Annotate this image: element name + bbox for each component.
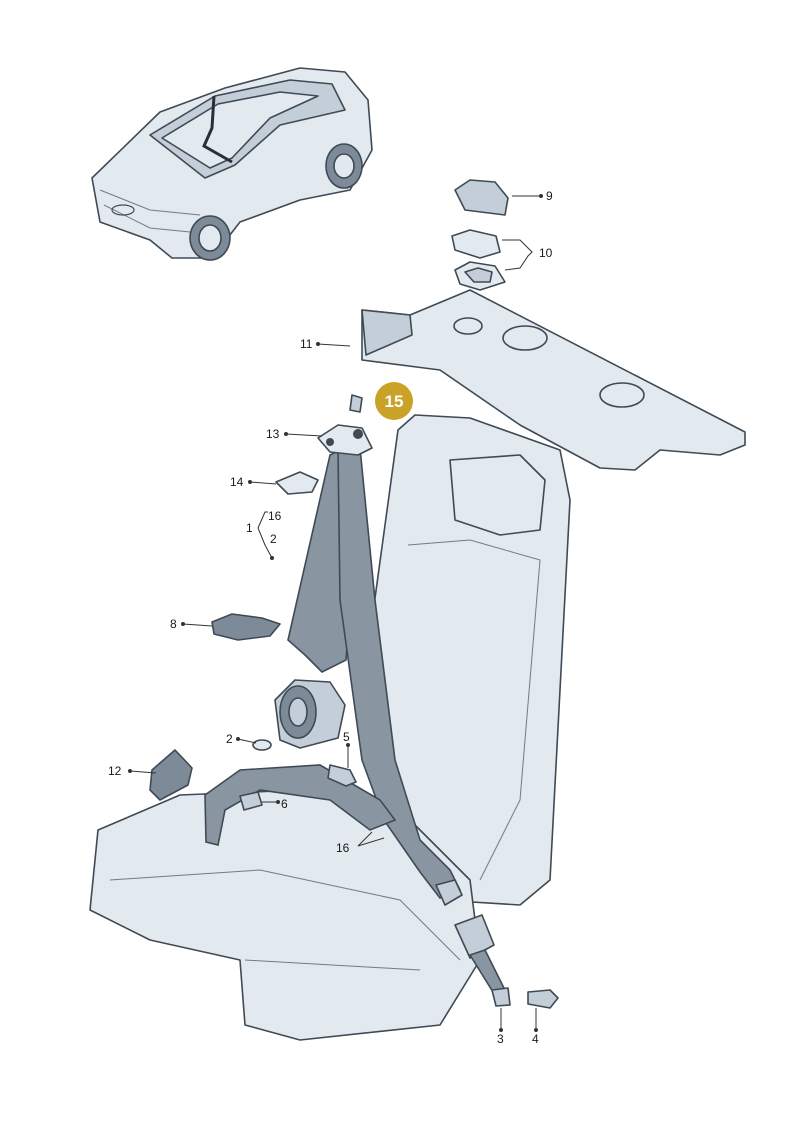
sensor-8 (211, 613, 281, 641)
cover-12 (149, 749, 193, 801)
callout-16[interactable]: 16 (336, 831, 385, 855)
bracket-14 (275, 471, 319, 495)
part-cap (454, 179, 509, 216)
callout-1[interactable]: 1 16 2 (246, 509, 282, 560)
seat (89, 414, 571, 1041)
callout-label-6: 6 (281, 797, 288, 811)
anchor-13 (317, 424, 373, 456)
highlight-marker-15[interactable]: 15 (375, 382, 413, 420)
callout-8[interactable]: 8 (170, 617, 213, 631)
callout-label-14: 14 (230, 475, 244, 489)
part-guide (451, 229, 506, 291)
highlight-label: 15 (385, 392, 404, 411)
callout-label-9: 9 (546, 189, 553, 203)
cap-2 (252, 739, 272, 751)
callout-label-13: 13 (266, 427, 280, 441)
callout-label-2b: 2 (226, 732, 233, 746)
callout-9[interactable]: 9 (512, 189, 553, 203)
callout-12[interactable]: 12 (108, 764, 157, 778)
callout-label-16a: 16 (268, 509, 282, 523)
callout-label-12: 12 (108, 764, 122, 778)
pillar-trim (361, 289, 746, 471)
callout-14[interactable]: 14 (230, 475, 277, 489)
callout-label-2a: 2 (270, 532, 277, 546)
callout-label-11: 11 (300, 337, 313, 351)
callout-label-3: 3 (497, 1032, 504, 1046)
retractor (274, 679, 346, 749)
callout-3[interactable]: 3 (497, 1008, 504, 1046)
callout-2[interactable]: 2 (226, 732, 257, 746)
callout-4[interactable]: 4 (532, 1008, 539, 1046)
callout-11[interactable]: 11 (300, 337, 351, 351)
callout-label-1: 1 (246, 521, 253, 535)
callout-6[interactable]: 6 (262, 797, 288, 811)
callout-label-10: 10 (539, 246, 553, 260)
callout-label-4: 4 (532, 1032, 539, 1046)
callout-10[interactable]: 10 (502, 239, 553, 271)
car-thumbnail (91, 67, 373, 261)
callout-5[interactable]: 5 (343, 730, 350, 768)
callout-label-16b: 16 (336, 841, 350, 855)
callout-label-8: 8 (170, 617, 177, 631)
callout-13[interactable]: 13 (266, 427, 323, 441)
callout-label-5: 5 (343, 730, 350, 744)
bolts (239, 394, 559, 1009)
